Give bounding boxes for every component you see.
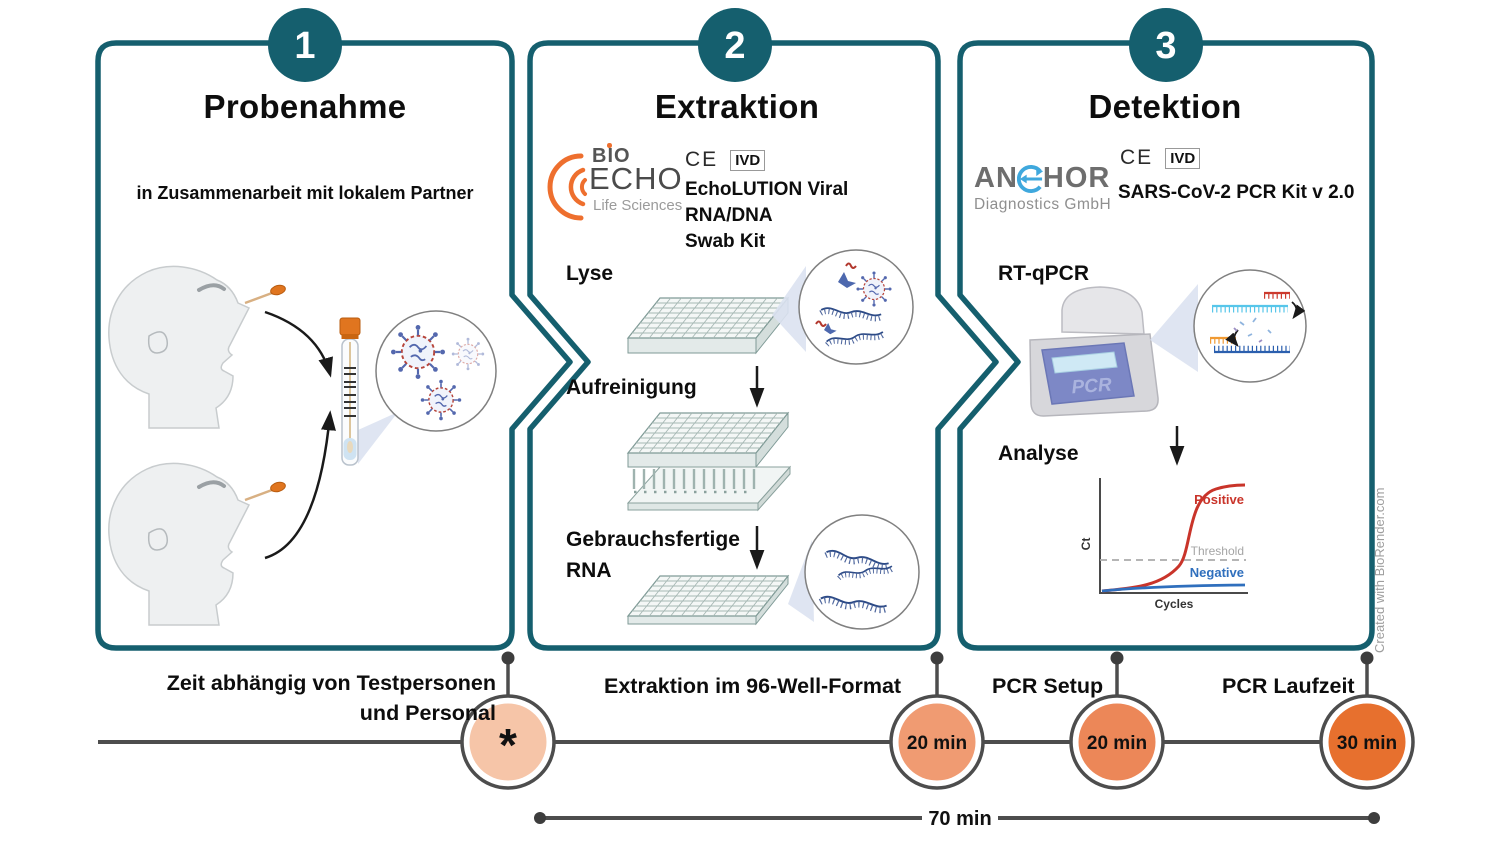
bioecho-life-sciences-text: Life Sciences: [593, 197, 683, 214]
bioecho-echo-text: ECHO: [589, 161, 683, 196]
panel-2-title: Extraktion: [654, 88, 820, 125]
rna-magnifier-icon: [804, 514, 920, 630]
threshold-label: Threshold: [1191, 544, 1244, 558]
substep-rna-line2: RNA: [566, 559, 612, 582]
substep-aufreinigung-label: Aufreinigung: [566, 376, 697, 399]
biorender-watermark: Created with BioRender.com: [1372, 487, 1387, 653]
positive-label: Positive: [1194, 492, 1244, 507]
total-duration-label: 70 min: [928, 808, 991, 830]
ivd-mark: IVD: [1165, 147, 1201, 169]
barcode: [344, 367, 356, 417]
panel-1-subtitle: in Zusammenarbeit mit lokalem Partner: [136, 183, 474, 203]
anchor-name: AN HOR: [974, 162, 1111, 195]
step-3-badge: [1129, 8, 1203, 82]
duration-circle-1: [469, 703, 547, 781]
substep-rtqpcr-label: RT-qPCR: [998, 262, 1089, 285]
swab-icon: [244, 284, 286, 305]
extraction-kit-name: EchoLUTION Viral RNA/DNA Swab Kit: [685, 177, 940, 255]
timeline-label-pcr-laufzeit: PCR Laufzeit: [1222, 674, 1355, 698]
ivd-mark: IVD: [730, 149, 766, 171]
kit-name-line1: EchoLUTION Viral RNA/DNA: [685, 179, 849, 226]
anchor-prefix: AN: [974, 162, 1018, 194]
pcr-kit-name: SARS-CoV-2 PCR Kit v 2.0: [1118, 182, 1355, 203]
anchor-subtitle: Diagnostics GmbH: [974, 196, 1112, 213]
timeline-label-line2: und Personal: [359, 701, 496, 725]
sampling-illustration: [106, 264, 497, 627]
duration-text: 20 min: [1087, 733, 1147, 754]
step-number-badges: 1 2 3: [268, 8, 1203, 82]
timeline-stem-dots: [501, 651, 1374, 665]
positive-curve: [1101, 483, 1246, 593]
ce-ivd-marks: CE IVD: [1120, 146, 1201, 170]
test-tube-icon: [339, 317, 361, 466]
extraction-illustration: [626, 249, 920, 630]
magnifier-wedge: [772, 266, 806, 352]
step-3-number: 3: [1155, 25, 1176, 67]
kit-name-line2: Swab Kit: [685, 231, 766, 252]
step-2-badge: [698, 8, 772, 82]
bioecho-bio-text: BIO: [592, 145, 631, 167]
panel-1-title: Probenahme: [203, 88, 407, 125]
pcr-machine-label: PCR: [1071, 375, 1113, 399]
ce-ivd-marks: CE IVD: [685, 148, 766, 172]
substep-rna-label: Gebrauchsfertige RNA: [566, 524, 740, 586]
timeline-label-pcr-setup: PCR Setup: [992, 674, 1104, 698]
bioecho-logo: BIO ECHO Life Sciences: [545, 143, 695, 225]
substep-lyse-label: Lyse: [566, 262, 614, 285]
qpcr-curve-chart: Positive Threshold Negative Cycles Ct: [1079, 478, 1248, 611]
negative-curve: [1101, 583, 1246, 593]
anchor-suffix: HOR: [1042, 162, 1111, 194]
total-duration-bracket: 70 min: [534, 808, 1380, 830]
duration-text: 30 min: [1337, 733, 1397, 754]
anchor-diagnostics-logo: AN HOR Diagnostics GmbH: [974, 162, 1111, 214]
substep-analyse-label: Analyse: [998, 442, 1079, 465]
negative-label: Negative: [1190, 565, 1244, 580]
duration-circle-2: [898, 703, 976, 781]
timeline-label-sampling: Zeit abhängig von Testpersonen und Perso…: [140, 668, 496, 728]
step-2-number: 2: [724, 25, 745, 67]
duration-circle-4: [1328, 703, 1406, 781]
timeline-label-extraction: Extraktion im 96-Well-Format: [604, 674, 902, 698]
y-axis-label: Ct: [1079, 538, 1093, 551]
panel-3-title: Detektion: [1088, 88, 1242, 125]
bioecho-dot-icon: [607, 143, 612, 148]
detection-illustration: PCR: [1029, 269, 1307, 611]
duration-circle-3: [1078, 703, 1156, 781]
magnifier-wedge: [1150, 284, 1198, 372]
timeline-label-line1: Zeit abhängig von Testpersonen: [166, 671, 496, 695]
x-axis-label: Cycles: [1155, 597, 1194, 611]
curved-arrow-icon: [264, 410, 336, 560]
step-1-badge: [268, 8, 342, 82]
anchor-c-icon: [1016, 164, 1043, 193]
curved-arrow-icon: [264, 310, 333, 378]
timeline: * 20 min 20 min 30 min 70 min: [98, 651, 1415, 830]
pcr-machine-icon: PCR: [1029, 286, 1159, 417]
lysate-magnifier-icon: [798, 249, 914, 365]
duration-asterisk: *: [499, 719, 517, 771]
substep-rna-line1: Gebrauchsfertige: [566, 528, 740, 551]
dna-amplification-magnifier-icon: [1193, 269, 1307, 383]
ce-mark: CE: [1120, 146, 1154, 169]
virus-magnifier-icon: [375, 310, 497, 432]
duration-text: 20 min: [907, 733, 967, 754]
bioecho-arcs-icon: [547, 153, 587, 221]
timeline-stems: [506, 658, 1369, 700]
swab-icon: [244, 481, 286, 502]
filter-plate-icon: [626, 411, 792, 512]
magnifier-wedge: [358, 412, 398, 464]
ce-mark: CE: [685, 148, 719, 171]
step-1-number: 1: [294, 25, 315, 67]
well-plate-flat-icon: [627, 574, 789, 626]
